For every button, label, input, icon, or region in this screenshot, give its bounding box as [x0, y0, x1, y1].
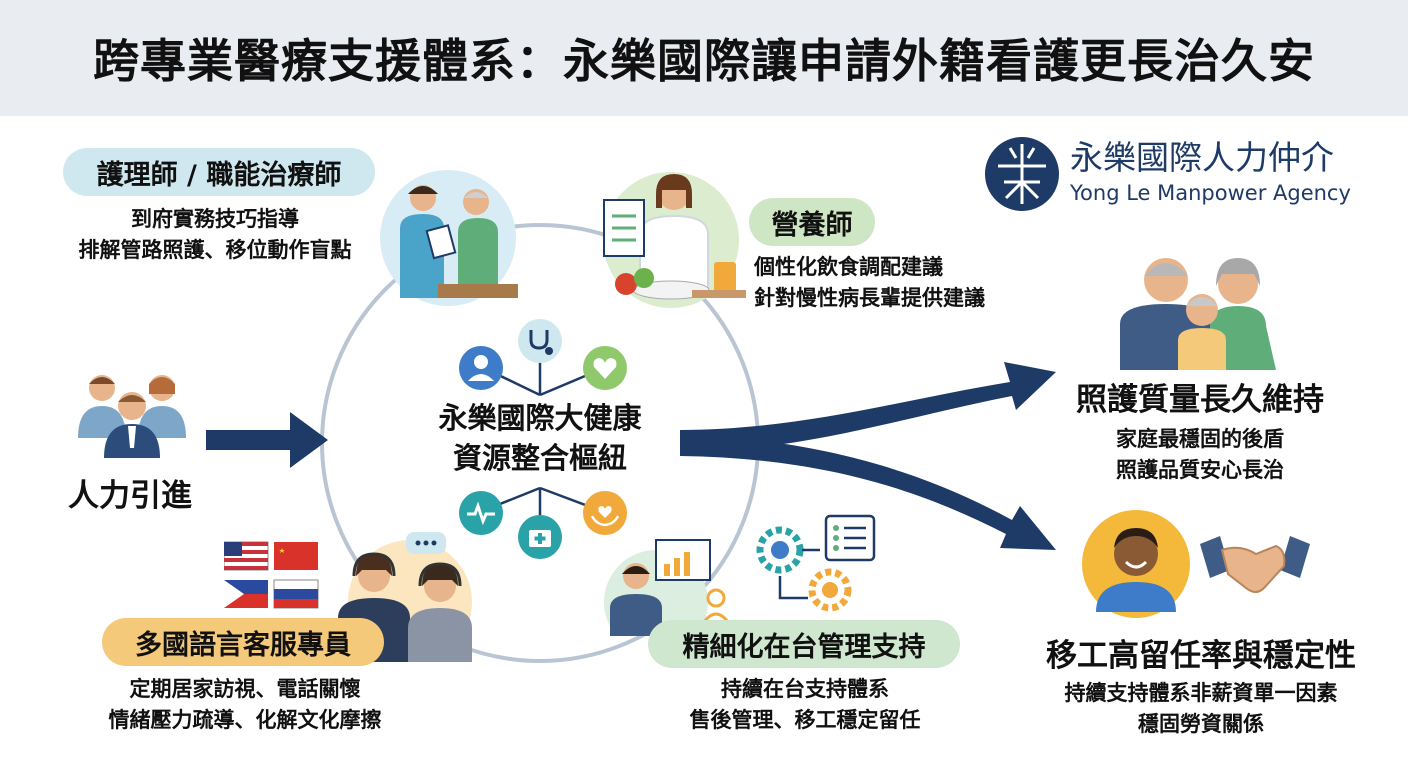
management-desc-line-2: 售後管理、移工穩定留任: [689, 708, 921, 732]
arrow-to-care-quality: [680, 362, 1056, 452]
outcome2-label: 移工高留任率與穩定性: [1046, 638, 1356, 674]
medical-kit-icon: [518, 515, 562, 559]
dietitian-icon: [603, 172, 746, 308]
heart-organ-icon: [583, 346, 627, 390]
nurse-desc-line-2: 排解管路照護、移位動作盲點: [78, 238, 352, 262]
hub-label: 永樂國際大健康 資源整合樞紐: [400, 398, 680, 478]
management-desc-line-1: 持續在台支持體系: [721, 677, 889, 701]
flags-icon: [224, 541, 319, 609]
management-pill: 精細化在台管理支持: [648, 620, 960, 668]
management-desc: 持續在台支持體系 售後管理、移工穩定留任: [640, 674, 970, 736]
process-gears-icon: [756, 514, 876, 612]
smiling-worker-icon: [1082, 510, 1190, 618]
page-title: 跨專業醫療支援體系：永樂國際讓申請外籍看護更長治久安: [93, 34, 1315, 88]
outcome1-desc-line-1: 家庭最穩固的後盾: [1116, 427, 1284, 451]
title-banner: [0, 0, 1408, 116]
dietitian-desc: 個性化飲食調配建議 針對慢性病長輩提供建議: [754, 252, 1034, 314]
dietitian-desc-line-2: 針對慢性病長輩提供建議: [754, 286, 985, 310]
outcome2-desc-line-2: 穩固勞資關係: [1138, 712, 1264, 736]
brand-name-en: Yong Le Manpower Agency: [1070, 181, 1351, 205]
brand: 永樂國際人力仲介 Yong Le Manpower Agency: [1070, 138, 1390, 208]
nurse-patient-icon: [380, 170, 518, 306]
doctor-icon: [459, 346, 503, 390]
nurse-desc: 到府實務技巧指導 排解管路照護、移位動作盲點: [40, 204, 390, 266]
handshake-icon: [1200, 536, 1310, 593]
arrow-to-retention: [680, 434, 1056, 550]
care-hands-icon: [583, 491, 627, 535]
outcome2-desc-line-1: 持續支持體系非薪資單一因素: [1064, 681, 1338, 705]
stethoscope-icon: [518, 319, 562, 363]
outcome2-desc: 持續支持體系非薪資單一因素 穩固勞資關係: [1014, 678, 1388, 740]
service-desc-line-1: 定期居家訪視、電話關懷: [129, 677, 361, 701]
nurse-desc-line-1: 到府實務技巧指導: [131, 207, 299, 231]
brand-name-zh: 永樂國際人力仲介: [1070, 138, 1334, 177]
nurse-pill: 護理師 / 職能治療師: [63, 148, 375, 196]
heartbeat-icon: [459, 491, 503, 535]
hub-line-2: 資源整合樞紐: [452, 441, 627, 475]
service-pill: 多國語言客服專員: [102, 618, 384, 666]
people-group-icon: [78, 375, 186, 458]
elderly-family-icon: [1120, 258, 1276, 370]
outcome1-label: 照護質量長久維持: [1076, 382, 1324, 418]
outcome1-desc-line-2: 照護品質安心長治: [1116, 458, 1284, 482]
dietitian-desc-line-1: 個性化飲食調配建議: [754, 255, 943, 279]
service-desc: 定期居家訪視、電話關懷 情緒壓力疏導、化解文化摩擦: [60, 674, 430, 736]
hub-line-1: 永樂國際大健康: [438, 401, 642, 435]
input-label: 人力引進: [68, 478, 192, 514]
manager-presentation-icon: [604, 539, 730, 636]
brand-logo-icon: [985, 137, 1059, 211]
outcome1-desc: 家庭最穩固的後盾 照護品質安心長治: [1040, 424, 1360, 486]
service-desc-line-2: 情緒壓力疏導、化解文化摩擦: [108, 708, 382, 732]
dietitian-pill: 營養師: [749, 198, 875, 246]
input-arrow: [206, 412, 328, 468]
